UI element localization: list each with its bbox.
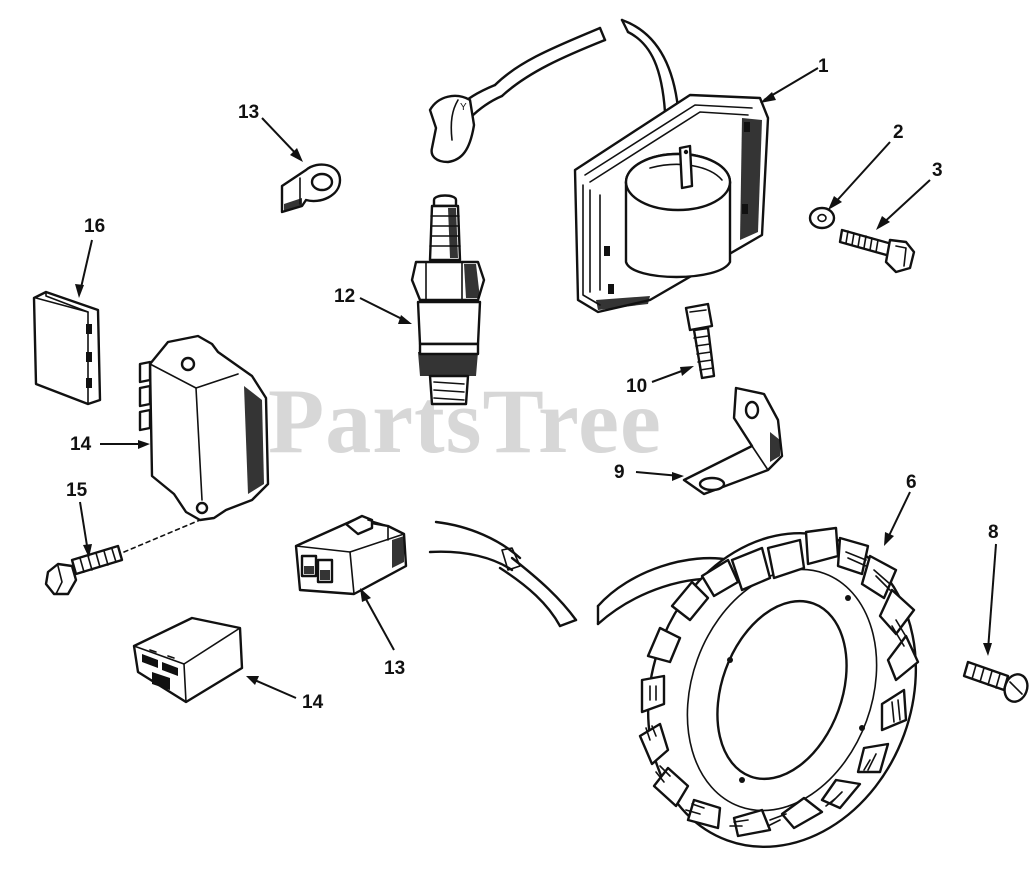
spark-plug[interactable]	[410, 194, 486, 406]
callout-14-upper: 14	[70, 434, 150, 455]
wire-connector-lower[interactable]	[294, 514, 408, 596]
callout-2: 2	[828, 122, 904, 210]
callout-8: 8	[983, 522, 999, 656]
callout-6: 6	[884, 472, 917, 546]
callout-1: 1	[760, 56, 829, 103]
callout-15-label: 15	[66, 480, 88, 501]
callout-2-label: 2	[893, 122, 904, 143]
callout-15: 15	[66, 480, 92, 558]
svg-text:Y: Y	[460, 102, 467, 113]
stator[interactable]	[605, 495, 959, 870]
rectifier-bolt[interactable]	[44, 519, 201, 596]
coil-screw[interactable]	[838, 228, 916, 274]
callout-12: 12	[334, 286, 412, 324]
callout-9: 9	[614, 462, 684, 483]
callout-3-label: 3	[932, 160, 943, 181]
stator-laminations	[645, 551, 909, 827]
callout-14-lower-label: 14	[302, 692, 324, 713]
washer[interactable]	[808, 206, 836, 230]
rectifier-module[interactable]	[138, 334, 270, 522]
callout-9-label: 9	[614, 462, 625, 483]
callout-1-label: 1	[818, 56, 829, 77]
callout-13-lower: 13	[360, 588, 405, 679]
callout-10: 10	[626, 366, 694, 397]
wire-clamp-top[interactable]	[280, 163, 342, 214]
callout-13-top: 13	[238, 102, 303, 162]
stator-screw[interactable]	[962, 660, 1031, 705]
callout-16: 16	[75, 216, 105, 298]
callout-10-label: 10	[626, 376, 647, 397]
callout-13-top-label: 13	[238, 102, 259, 123]
ignition-coil[interactable]: Y	[428, 18, 770, 314]
connector-block[interactable]	[32, 290, 102, 406]
callout-6-label: 6	[906, 472, 917, 493]
callout-13-lower-label: 13	[384, 658, 405, 679]
callout-12-label: 12	[334, 286, 355, 307]
mounting-bracket[interactable]	[682, 386, 784, 496]
callout-3: 3	[876, 160, 943, 230]
callout-14-lower: 14	[246, 676, 324, 713]
wire-connector-plug[interactable]	[132, 616, 244, 704]
callout-8-label: 8	[988, 522, 999, 543]
bracket-screw[interactable]	[684, 302, 716, 380]
callout-16-label: 16	[84, 216, 105, 237]
callout-14-upper-label: 14	[70, 434, 92, 455]
